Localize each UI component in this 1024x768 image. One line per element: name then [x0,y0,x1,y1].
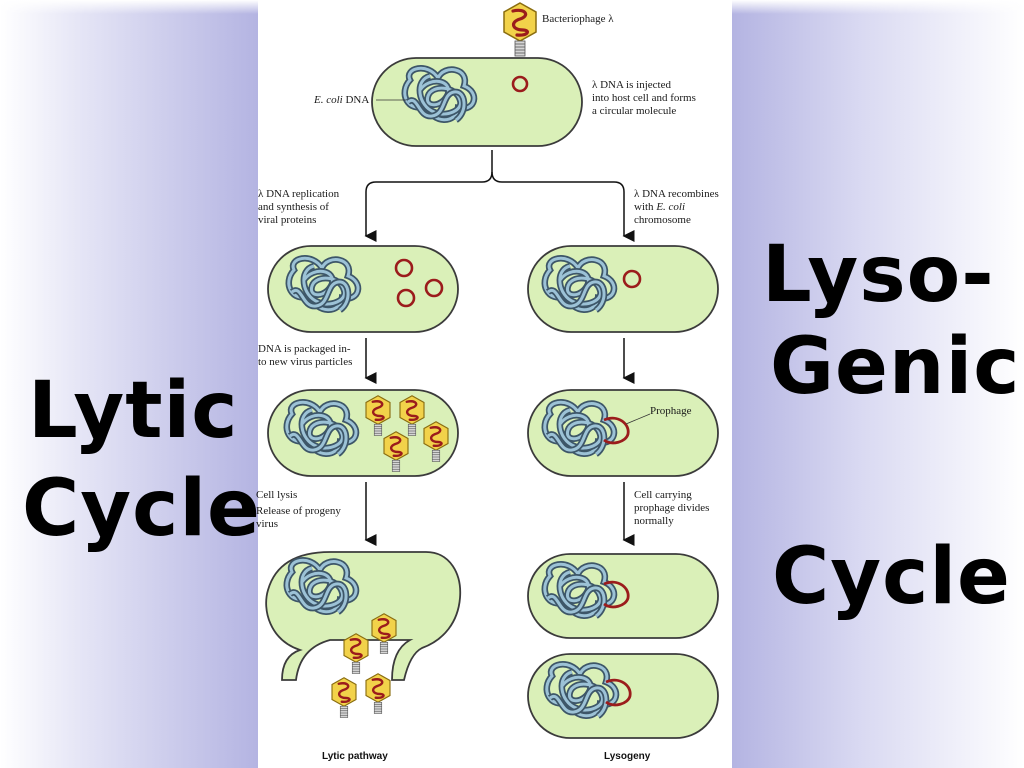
lyso-step3-text-2: prophage divides [634,502,709,514]
lyso-step1-text-1: λ DNA recombines [634,188,719,200]
prophage-label: Prophage [650,405,692,417]
lytic-step3-text-2: Release of progeny [256,505,341,517]
lambda-dna-circle [396,288,416,308]
lyso-step1-text-2: with E. coli [634,201,685,213]
slide-background-right [732,0,1024,768]
lysogenic-title-line3: Cycle [772,532,1011,622]
lytic-step2-text-2: to new virus particles [258,356,352,368]
lambda-dna-circle [511,75,529,93]
phage-particle-icon [330,676,358,719]
lambda-dna-circle [394,258,414,278]
inject-text-2: into host cell and forms [592,92,696,104]
prophage-dna [603,580,630,609]
lytic-title-line2: Cycle [22,464,261,554]
lyso-step3-text-3: normally [634,515,674,527]
lambda-dna-circle [424,278,444,298]
phage-particle-icon [364,672,392,715]
lytic-cell-replication [267,245,459,333]
lysogenic-title-line2: Genic [770,322,1021,412]
lytic-step3-text-1: Cell lysis [256,489,297,501]
phage-particle-icon [342,632,370,675]
prophage-pointer [625,413,651,425]
inject-text-3: a circular molecule [592,105,676,117]
bacteriophage-label: Bacteriophage λ [542,13,614,25]
lytic-pathway-caption: Lytic pathway [322,751,388,762]
slide-background-left [0,0,258,768]
phage-particle-icon [370,612,398,655]
lyso-step3-text-1: Cell carrying [634,489,692,501]
split-arrow-lytic [364,150,493,242]
lytic-step1-text-2: and synthesis of [258,201,329,213]
lytic-step1-text-1: λ DNA replication [258,188,340,200]
inject-text-1: λ DNA is injected [592,79,671,91]
lytic-step1-text-3: viral proteins [258,214,316,226]
ecoli-dna-label: E. coli DNA [313,94,369,106]
prophage-dna [603,416,630,445]
lambda-dna-circle [622,269,642,289]
prophage-dna [605,678,632,707]
lytic-step3-text-3: virus [256,518,278,530]
lysogeny-caption: Lysogeny [604,751,651,762]
lytic-cell-lysing [265,551,462,681]
lysogenic-title-line1: Lyso- [762,230,995,320]
lyso-step1-text-3: chromosome [634,214,691,226]
lytic-title-line1: Lytic [28,366,239,456]
bacteriophage-icon [502,1,538,58]
host-cell-top [371,57,583,147]
split-arrow-lysogenic [491,171,635,242]
lytic-step2-text-1: DNA is packaged in- [258,343,351,355]
